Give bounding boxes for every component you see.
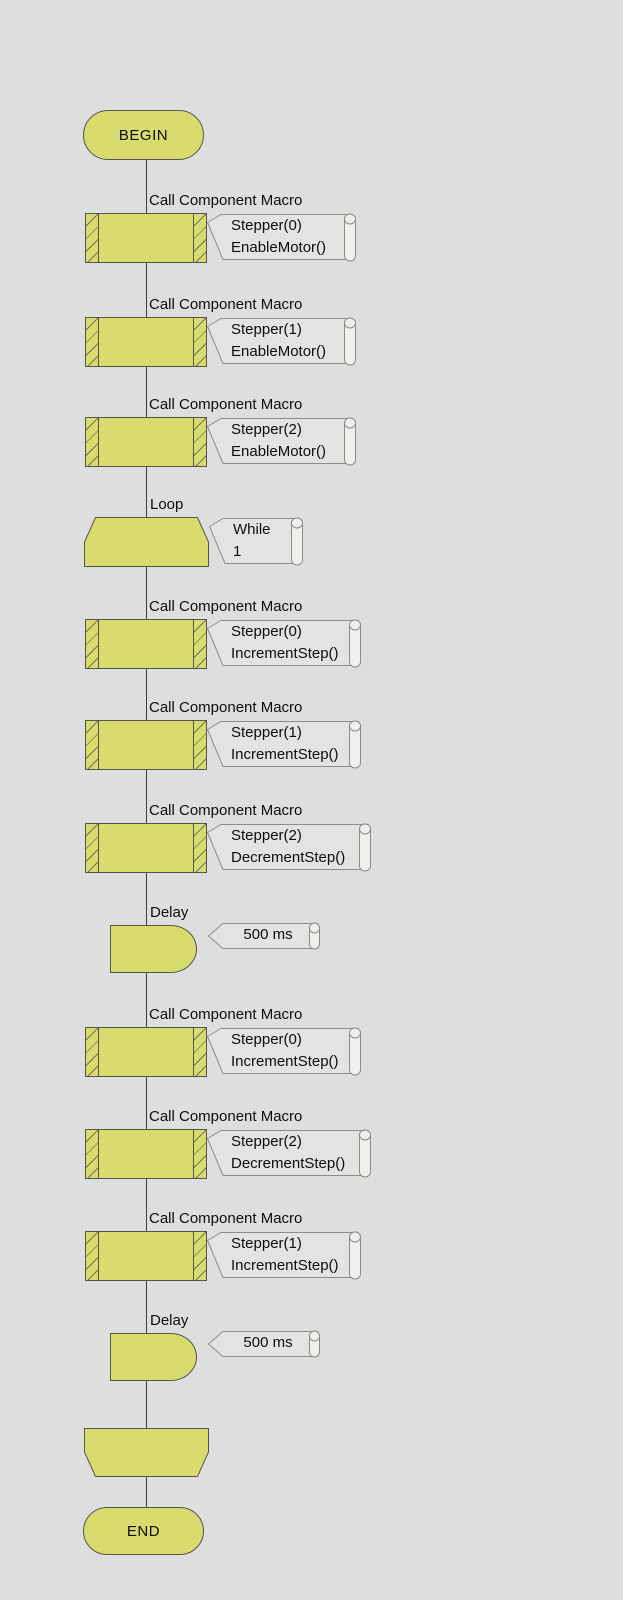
call-component-macro-node[interactable] <box>85 823 207 873</box>
params-callout: Stepper(1) IncrementStep() <box>207 721 355 767</box>
callout-line: IncrementStep() <box>231 1257 339 1274</box>
node-label: Delay <box>150 904 189 921</box>
callout-pin-icon <box>344 317 356 366</box>
params-callout: Stepper(0) EnableMotor() <box>207 214 350 260</box>
callout-line: Stepper(0) <box>231 217 302 234</box>
callout-pin-icon <box>349 619 361 668</box>
params-callout: Stepper(0) IncrementStep() <box>207 620 355 666</box>
node-label: Call Component Macro <box>149 1108 303 1125</box>
loop-end-node[interactable] <box>84 1428 210 1478</box>
hatch-left <box>86 418 99 466</box>
params-callout: 500 ms <box>208 1331 315 1357</box>
node-label: Call Component Macro <box>149 598 303 615</box>
callout-pin-icon <box>349 1231 361 1280</box>
hatch-right <box>193 1232 206 1280</box>
node-label: Call Component Macro <box>149 1006 303 1023</box>
hatch-left <box>86 1232 99 1280</box>
callout-pin-icon <box>349 1027 361 1076</box>
hatch-right <box>193 1130 206 1178</box>
call-component-macro-node[interactable] <box>85 1129 207 1179</box>
params-callout: Stepper(2) EnableMotor() <box>207 418 350 464</box>
node-label: Call Component Macro <box>149 1210 303 1227</box>
hatch-right <box>193 1028 206 1076</box>
callout-pin-icon <box>344 417 356 466</box>
callout-pin-icon <box>359 823 371 872</box>
callout-line: IncrementStep() <box>231 645 339 662</box>
loop-start-node[interactable] <box>84 517 210 568</box>
callout-line: DecrementStep() <box>231 1155 346 1172</box>
hatch-left <box>86 318 99 366</box>
callout-line: Stepper(0) <box>231 623 302 640</box>
params-callout: Stepper(2) DecrementStep() <box>207 1130 365 1176</box>
callout-pin-icon <box>291 517 303 566</box>
callout-line: IncrementStep() <box>231 1053 339 1070</box>
node-label: Call Component Macro <box>149 396 303 413</box>
callout-line: Stepper(1) <box>231 724 302 741</box>
callout-line: Stepper(1) <box>231 321 302 338</box>
call-component-macro-node[interactable] <box>85 1027 207 1077</box>
begin-node[interactable]: BEGIN <box>83 110 204 160</box>
call-component-macro-node[interactable] <box>85 417 207 467</box>
callout-line: 500 ms <box>243 1334 293 1351</box>
callout-line: Stepper(1) <box>231 1235 302 1252</box>
callout-pin-icon <box>309 1330 320 1358</box>
callout-line: Stepper(2) <box>231 421 302 438</box>
params-callout: Stepper(1) EnableMotor() <box>207 318 350 364</box>
node-label: Call Component Macro <box>149 192 303 209</box>
params-callout: While 1 <box>209 518 297 564</box>
hatch-left <box>86 721 99 769</box>
callout-line: Stepper(0) <box>231 1031 302 1048</box>
callout-line: IncrementStep() <box>231 746 339 763</box>
hatch-right <box>193 620 206 668</box>
call-component-macro-node[interactable] <box>85 1231 207 1281</box>
callout-line: 1 <box>233 543 242 560</box>
hatch-left <box>86 824 99 872</box>
hatch-left <box>86 1130 99 1178</box>
end-node[interactable]: END <box>83 1507 204 1555</box>
callout-line: DecrementStep() <box>231 849 346 866</box>
call-component-macro-node[interactable] <box>85 619 207 669</box>
delay-node[interactable] <box>110 1333 197 1381</box>
callout-line: EnableMotor() <box>231 239 327 256</box>
params-callout: Stepper(2) DecrementStep() <box>207 824 365 870</box>
node-label: Loop <box>150 496 184 513</box>
callout-line: EnableMotor() <box>231 443 327 460</box>
params-callout: Stepper(1) IncrementStep() <box>207 1232 355 1278</box>
node-label: Call Component Macro <box>149 296 303 313</box>
callout-pin-icon <box>359 1129 371 1178</box>
call-component-macro-node[interactable] <box>85 317 207 367</box>
callout-pin-icon <box>349 720 361 769</box>
params-callout: Stepper(0) IncrementStep() <box>207 1028 355 1074</box>
callout-pin-icon <box>344 213 356 262</box>
node-label: Call Component Macro <box>149 699 303 716</box>
callout-pin-icon <box>309 922 320 950</box>
callout-line: Stepper(2) <box>231 1133 302 1150</box>
callout-line: EnableMotor() <box>231 343 327 360</box>
callout-line: 500 ms <box>243 926 293 943</box>
call-component-macro-node[interactable] <box>85 720 207 770</box>
call-component-macro-node[interactable] <box>85 213 207 263</box>
node-label: Delay <box>150 1312 189 1329</box>
hatch-right <box>193 824 206 872</box>
hatch-right <box>193 214 206 262</box>
begin-label: BEGIN <box>118 126 169 144</box>
hatch-right <box>193 721 206 769</box>
hatch-left <box>86 1028 99 1076</box>
end-label: END <box>126 1522 161 1540</box>
callout-line: While <box>233 521 271 538</box>
node-label: Call Component Macro <box>149 802 303 819</box>
hatch-right <box>193 318 206 366</box>
hatch-right <box>193 418 206 466</box>
params-callout: 500 ms <box>208 923 315 949</box>
hatch-left <box>86 620 99 668</box>
delay-node[interactable] <box>110 925 197 973</box>
callout-line: Stepper(2) <box>231 827 302 844</box>
hatch-left <box>86 214 99 262</box>
